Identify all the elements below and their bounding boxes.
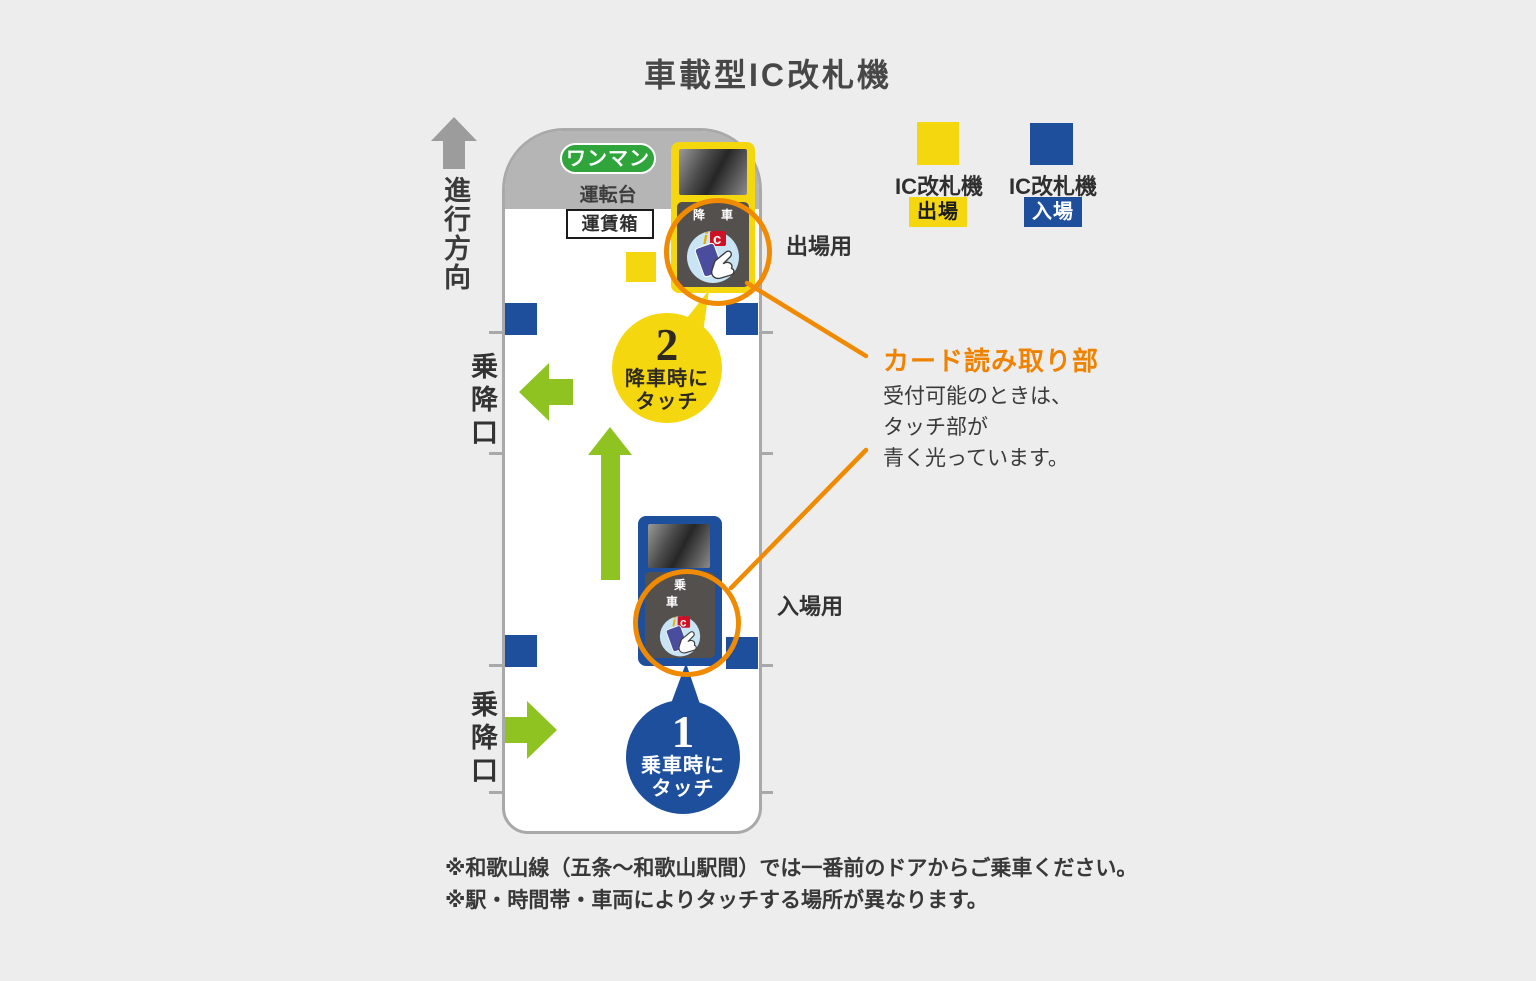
footnote: ※駅・時間帯・車両によりタッチする場所が異なります。 xyxy=(445,889,988,912)
legend-exit-badge: 出場 xyxy=(909,197,967,227)
touch-highlight-ring-exit xyxy=(664,198,772,306)
step2-text-line2: タッチ xyxy=(635,391,699,413)
legend-entry-badge: 入場 xyxy=(1024,197,1082,227)
reader-screen xyxy=(679,149,747,195)
door-tick xyxy=(489,791,502,794)
step1-text-line1: 乗車時に xyxy=(641,755,725,777)
door-tick xyxy=(760,791,773,794)
touch-highlight-ring-entry xyxy=(633,569,741,677)
step2-number: 2 xyxy=(655,320,679,370)
door-tick xyxy=(760,331,773,334)
annotation-line: 青く光っています。 xyxy=(883,447,1069,470)
door-tick xyxy=(489,452,502,455)
step1-number: 1 xyxy=(671,707,695,757)
door-label-bottom: 乗降口 xyxy=(467,690,497,789)
exit-use-label: 出場用 xyxy=(786,234,853,259)
annotation-line: タッチ部が xyxy=(883,416,988,439)
direction-up-arrow-icon xyxy=(431,117,477,169)
footnote: ※和歌山線（五条～和歌山駅間）では一番前のドアからご乗車ください。 xyxy=(445,857,1138,880)
legend-entry-square xyxy=(1030,123,1073,165)
annotation-connector-exit xyxy=(744,280,869,359)
step1-bubble: 1 乗車時に タッチ xyxy=(626,700,740,814)
door-tick xyxy=(489,331,502,334)
reader-screen xyxy=(648,524,710,568)
oneman-sign: ワンマン xyxy=(560,143,656,174)
door-tick xyxy=(489,664,502,667)
annotation-line: 受付可能のときは、 xyxy=(883,385,1072,408)
ic-gate-marker-entry xyxy=(726,303,758,335)
entry-use-label: 入場用 xyxy=(777,594,844,619)
step2-text-line1: 降車時に xyxy=(625,368,709,390)
legend-exit-square xyxy=(917,122,959,165)
step1-text-line2: タッチ xyxy=(651,778,715,800)
door-tick xyxy=(760,452,773,455)
ic-gate-marker-exit xyxy=(626,252,656,282)
door-tick xyxy=(760,664,773,667)
direction-label: 進行方向 xyxy=(440,176,470,292)
annotation-title: カード読み取り部 xyxy=(883,346,1100,376)
ic-gate-marker-entry xyxy=(505,635,537,667)
fare-box-label: 運賃箱 xyxy=(566,209,654,239)
legend-entry-title: IC改札機 xyxy=(1008,174,1097,199)
page-title: 車載型IC改札機 xyxy=(643,57,892,93)
legend-exit-title: IC改札機 xyxy=(894,174,983,199)
door-label-top: 乗降口 xyxy=(467,352,497,451)
driver-cab-label: 運転台 xyxy=(579,185,637,206)
ic-gate-marker-entry xyxy=(505,303,537,335)
step2-bubble: 2 降車時に タッチ xyxy=(612,313,722,423)
